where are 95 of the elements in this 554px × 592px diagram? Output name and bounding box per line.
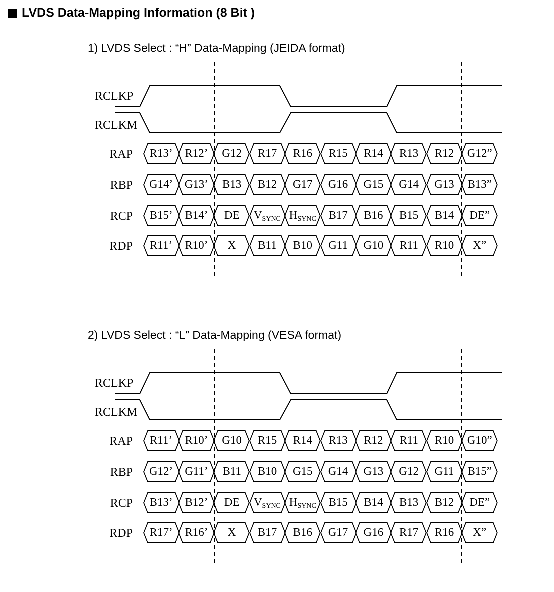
- bit-label: B17: [328, 210, 348, 222]
- bit-label: H$_{SYNC}$: [289, 210, 316, 222]
- bit-label: H$_{SYNC}$: [289, 497, 316, 509]
- bit-label: B11: [258, 240, 277, 252]
- bit-label: R10: [434, 435, 454, 447]
- bit-label: R11: [400, 435, 418, 447]
- bit-label: DE”: [470, 497, 490, 509]
- bit-label: G13: [364, 466, 384, 478]
- bit-label: G16: [364, 527, 384, 539]
- bit-label: G13: [434, 179, 454, 191]
- bit-label: G12’: [149, 466, 174, 478]
- bit-label: R15: [258, 435, 278, 447]
- signal-name: RDP: [110, 239, 133, 253]
- bit-label: R15: [328, 148, 348, 160]
- bit-label: R16: [434, 527, 454, 539]
- bit-label: B13’: [150, 497, 173, 509]
- signal-name: RAP: [110, 434, 133, 448]
- bit-label: B16: [293, 527, 312, 539]
- bit-label: B15’: [150, 210, 173, 222]
- bit-label: G17: [292, 179, 313, 191]
- bit-label: R10’: [185, 435, 208, 447]
- bit-label: R17: [258, 148, 278, 160]
- bit-label: B14: [364, 497, 384, 509]
- bit-label: R10’: [185, 240, 208, 252]
- bit-label: B12: [434, 497, 454, 509]
- bit-label: DE”: [470, 210, 490, 222]
- bit-label: B15”: [468, 466, 492, 478]
- bit-label: X”: [473, 527, 487, 539]
- bit-label: G12: [399, 466, 419, 478]
- bit-label: R17’: [150, 527, 173, 539]
- bit-label: G14: [328, 466, 348, 478]
- signal-name: RCLKP: [95, 89, 134, 103]
- bit-label: G11: [328, 240, 348, 252]
- bit-label: R11: [400, 240, 418, 252]
- bit-label: G12: [222, 148, 242, 160]
- bit-label: G10: [222, 435, 242, 447]
- bit-label: R17: [400, 527, 419, 539]
- bit-label: B12: [258, 179, 278, 191]
- bit-label: G13’: [184, 179, 209, 191]
- bit-label: R13: [328, 435, 348, 447]
- bit-label: R12’: [185, 148, 208, 160]
- signal-name: RCLKM: [95, 118, 138, 132]
- bit-label: B10: [293, 240, 312, 252]
- bit-label: R14: [364, 148, 384, 160]
- bit-label: G10: [364, 240, 384, 252]
- bit-label: R12: [364, 435, 384, 447]
- signal-name: RAP: [110, 147, 133, 161]
- bit-label: R11’: [150, 240, 173, 252]
- bit-label: R11’: [150, 435, 173, 447]
- bit-label: G14: [399, 179, 419, 191]
- bit-label: G15: [292, 466, 313, 478]
- bit-label: X: [228, 240, 236, 252]
- bit-label: B14’: [185, 210, 208, 222]
- bit-label: R12: [434, 148, 454, 160]
- bit-label: X”: [473, 240, 487, 252]
- bit-label: G11’: [185, 466, 208, 478]
- bit-label: B10: [258, 466, 278, 478]
- bit-label: B17: [258, 527, 278, 539]
- bit-label: R16: [293, 148, 312, 160]
- bit-label: R13’: [150, 148, 173, 160]
- bit-label: V$_{SYNC}$: [254, 210, 281, 222]
- bit-label: B11: [222, 466, 242, 478]
- bit-label: B16: [364, 210, 384, 222]
- bit-label: G16: [328, 179, 348, 191]
- bit-label: G11: [434, 466, 454, 478]
- signal-name: RCP: [110, 209, 133, 223]
- signal-name: RCLKP: [95, 376, 134, 390]
- bit-label: G15: [364, 179, 384, 191]
- signal-name: RBP: [110, 178, 133, 192]
- bit-label: B15: [400, 210, 419, 222]
- bit-label: G17: [328, 527, 348, 539]
- bit-label: X: [228, 527, 236, 539]
- bit-label: R14: [293, 435, 312, 447]
- signal-name: RBP: [110, 465, 133, 479]
- bit-label: G12”: [467, 148, 492, 160]
- bit-label: B14: [434, 210, 454, 222]
- bit-label: G10”: [467, 435, 492, 447]
- bit-label: DE: [224, 210, 240, 222]
- bit-label: DE: [224, 497, 240, 509]
- bit-label: B12’: [185, 497, 208, 509]
- bit-label: B15: [328, 497, 348, 509]
- bit-label: B13: [222, 179, 242, 191]
- bit-label: B13: [400, 497, 419, 509]
- section-heading: 1) LVDS Select : “H” Data-Mapping (JEIDA format): [88, 43, 346, 55]
- signal-name: RCLKM: [95, 405, 138, 419]
- section-heading: 2) LVDS Select : “L” Data-Mapping (VESA format): [88, 330, 342, 342]
- bit-label: G14’: [149, 179, 174, 191]
- bit-label: R10: [434, 240, 454, 252]
- signal-name: RCP: [110, 496, 133, 510]
- diagram-title: LVDS Data-Mapping Information (8 Bit ): [8, 6, 256, 20]
- bit-label: B13”: [468, 179, 492, 191]
- bit-label: R16’: [185, 527, 208, 539]
- bit-label: R13: [400, 148, 419, 160]
- signal-name: RDP: [110, 526, 133, 540]
- bit-label: V$_{SYNC}$: [254, 497, 281, 509]
